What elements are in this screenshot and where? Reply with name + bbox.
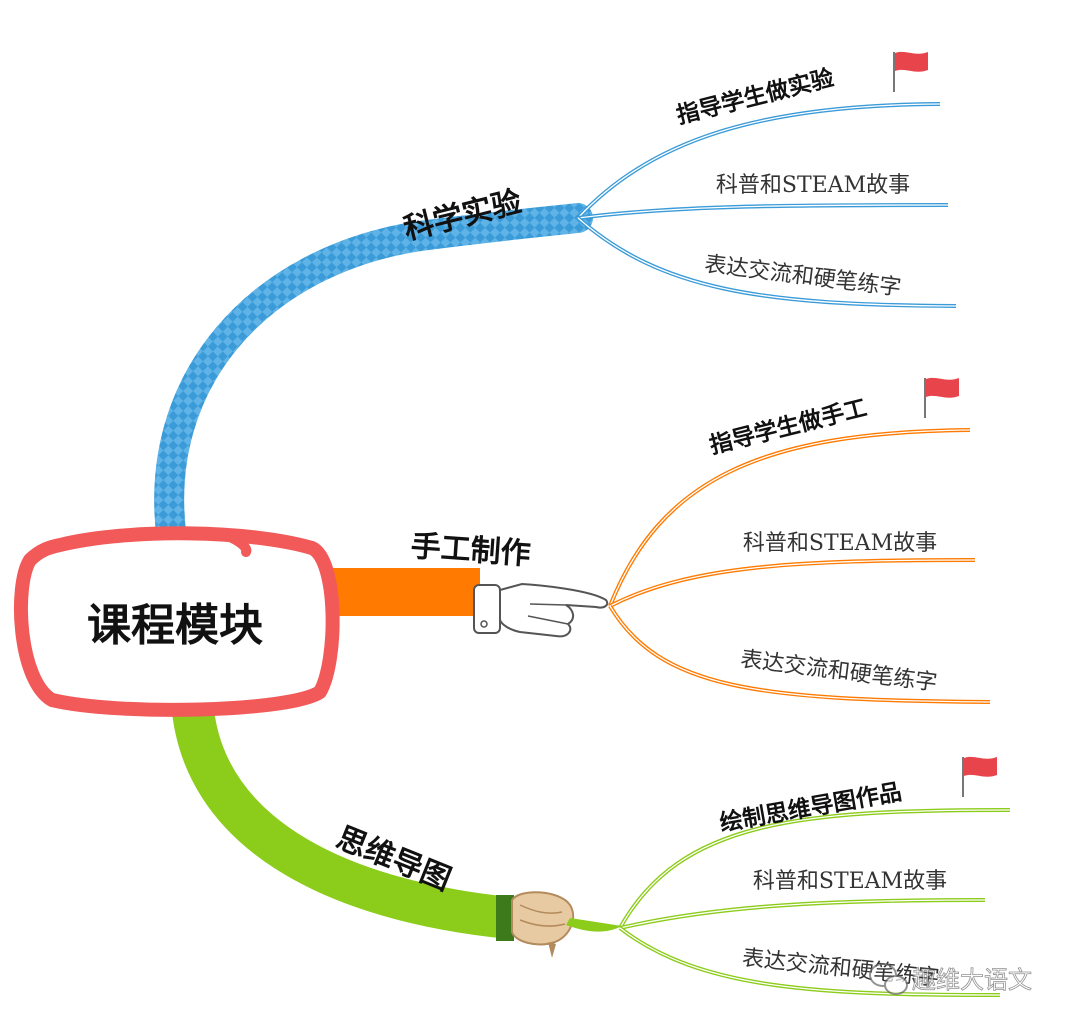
watermark-text: 趣维大语文 bbox=[912, 966, 1032, 994]
branch-craft-title: 手工制作 bbox=[410, 529, 532, 572]
subtopic-science-3: 表达交流和硬笔练字 bbox=[703, 252, 903, 301]
branch-mindmap-subtopic-lines bbox=[618, 808, 1011, 997]
subtopic-mindmap-2: 科普和STEAM故事 bbox=[753, 869, 947, 894]
subtopic-science-1: 指导学生做实验 bbox=[674, 64, 837, 129]
branch-science-connector bbox=[154, 203, 593, 555]
branch-craft: 手工制作 指导学生做手工 科普和STEAM故事 表达交流和硬笔练字 bbox=[330, 377, 991, 704]
subtopic-science-2: 科普和STEAM故事 bbox=[716, 173, 910, 198]
wechat-icon bbox=[869, 963, 908, 995]
branch-craft-connector bbox=[330, 568, 480, 616]
branch-mindmap: 思维导图 绘制思维导图作品 科普和STEAM故事 表达交流和硬笔练字 bbox=[171, 698, 1011, 997]
branch-mindmap-connector bbox=[171, 698, 513, 939]
branch-science-subtopic-lines bbox=[576, 102, 957, 308]
central-topic: 课程模块 bbox=[13, 526, 340, 717]
central-topic-border bbox=[13, 526, 340, 717]
subtopic-craft-2: 科普和STEAM故事 bbox=[743, 531, 937, 556]
subtopic-mindmap-1: 绘制思维导图作品 bbox=[718, 778, 904, 837]
brush-icon bbox=[496, 891, 622, 958]
flag-icon bbox=[924, 377, 959, 418]
branch-craft-subtopic-lines bbox=[608, 428, 991, 704]
central-topic-label: 课程模块 bbox=[87, 600, 263, 651]
branch-science: 科学实验 指导学生做实验 科普和STEAM故事 表达交流和硬笔练字 bbox=[154, 51, 957, 555]
flag-icon bbox=[893, 51, 928, 92]
subtopic-craft-3: 表达交流和硬笔练字 bbox=[739, 647, 939, 696]
watermark: 趣维大语文 bbox=[869, 963, 1032, 995]
pointing-hand-icon bbox=[473, 582, 609, 638]
flag-icon bbox=[962, 756, 997, 797]
